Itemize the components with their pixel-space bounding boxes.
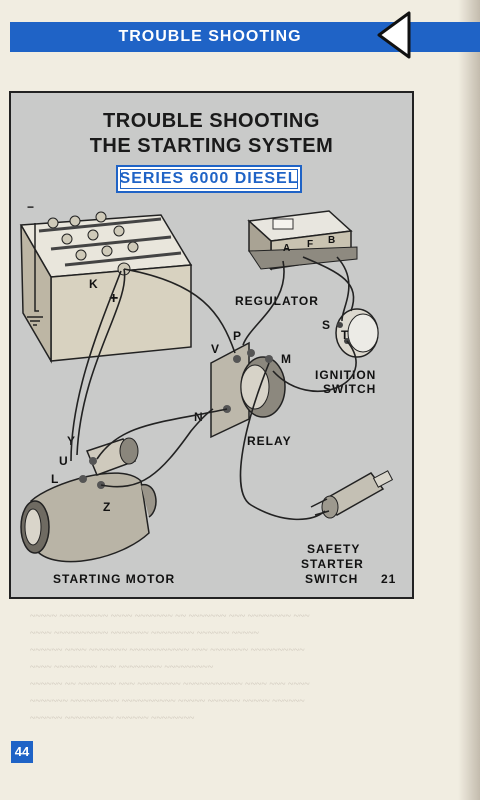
terminal-a-label: A [283, 243, 290, 254]
battery-illustration [19, 211, 193, 364]
starting-motor-illustration [20, 437, 157, 563]
ignition-label-line1: IGNITION [315, 368, 376, 382]
safety-starter-switch-illustration [310, 470, 394, 519]
terminal-s-label: S [322, 318, 330, 332]
wiring-diagram: − + K A F B REGULATOR S T IGNITION SWITC… [19, 200, 396, 586]
wiring-lines [70, 256, 357, 521]
terminal-b-label: B [328, 235, 335, 246]
back-arrow-icon[interactable] [376, 10, 412, 60]
terminal-k-label: K [89, 277, 98, 291]
figure-title: TROUBLE SHOOTING THE STARTING SYSTEM [11, 109, 412, 159]
figure-title-line2: THE STARTING SYSTEM [89, 135, 334, 157]
starting-system-figure: TROUBLE SHOOTING THE STARTING SYSTEM SER… [9, 91, 414, 599]
terminal-l-label: L [51, 472, 58, 486]
terminal-n-label: N [194, 410, 203, 424]
figure-number: 21 [381, 572, 396, 586]
terminal-v-label: V [211, 342, 219, 356]
terminal-plus-label: + [109, 290, 118, 307]
regulator-label: REGULATOR [235, 294, 319, 308]
terminal-u-label: U [59, 454, 68, 468]
terminal-f-label: F [307, 239, 313, 250]
page-number-badge: 44 [11, 741, 33, 763]
terminal-y-label: Y [67, 434, 75, 448]
safety-label-line3: SWITCH [305, 572, 358, 586]
safety-label-line1: SAFETY [307, 542, 360, 556]
terminal-p-label: P [233, 329, 241, 343]
page-header-title: TROUBLE SHOOTING [118, 28, 302, 45]
ignition-switch-illustration [335, 308, 379, 358]
terminal-t-label: T [341, 328, 349, 342]
ignition-label-line2: SWITCH [323, 382, 376, 396]
terminal-z-label: Z [103, 500, 110, 514]
relay-illustration [210, 341, 286, 439]
relay-label: RELAY [247, 434, 292, 448]
safety-label-line2: STARTER [301, 557, 364, 571]
terminal-m-label: M [281, 352, 291, 366]
terminal-minus-label: − [27, 200, 34, 214]
starting-motor-label: STARTING MOTOR [53, 572, 175, 586]
page-edge-shadow [458, 0, 480, 800]
regulator-illustration [247, 210, 358, 271]
figure-title-line1: TROUBLE SHOOTING [103, 110, 320, 132]
series-badge: SERIES 6000 DIESEL [116, 165, 302, 193]
bleed-through-text: ~~~~~ ~~~~~~~~~ ~~~~ ~~~~~~~ ~~ ~~~~~~~ … [30, 611, 310, 724]
